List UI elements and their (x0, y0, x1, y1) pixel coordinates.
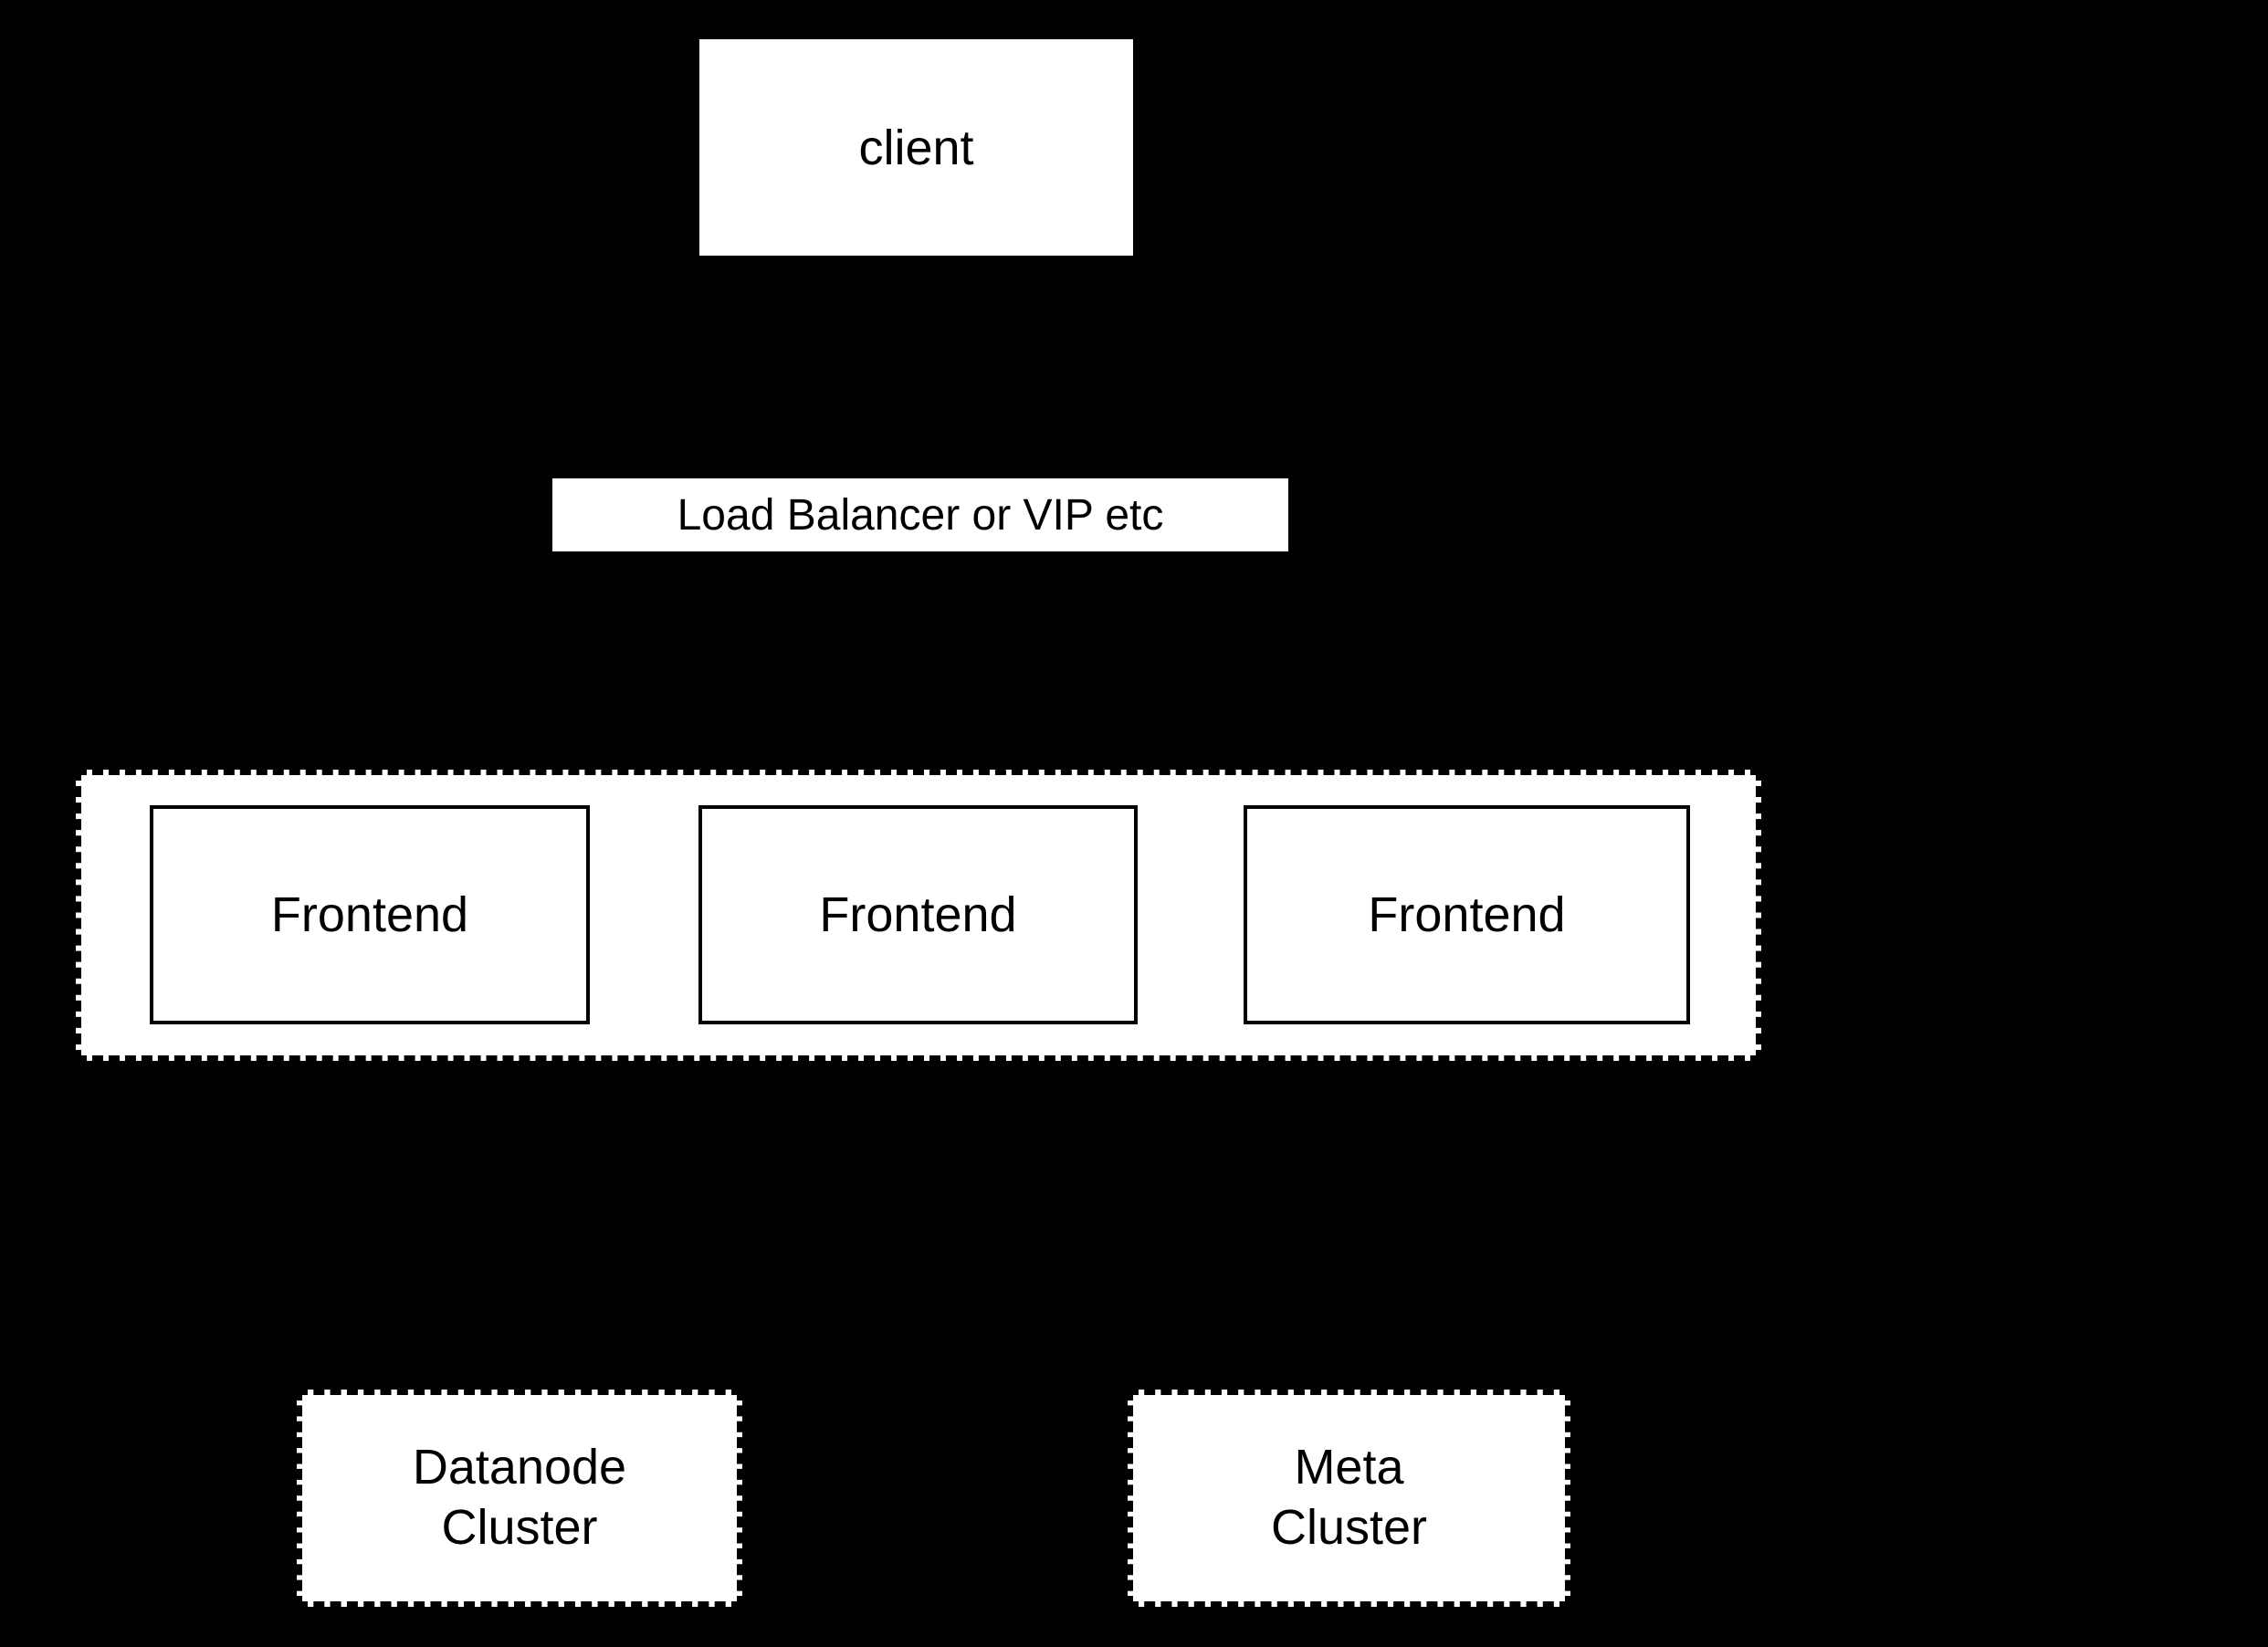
datanode-cluster-node: Datanode Cluster (297, 1390, 742, 1607)
frontend-label-1: Frontend (270, 887, 469, 942)
frontend-node-3: Frontend (1244, 805, 1690, 1024)
datanode-cluster-label: Datanode Cluster (412, 1440, 627, 1555)
client-label: client (858, 120, 974, 175)
frontend-node-1: Frontend (150, 805, 590, 1024)
load-balancer-label: Load Balancer or VIP etc (677, 490, 1164, 540)
meta-cluster-label: Meta Cluster (1270, 1440, 1428, 1555)
client-node: client (699, 39, 1133, 256)
frontend-label-2: Frontend (819, 887, 1017, 942)
meta-cluster-node: Meta Cluster (1128, 1390, 1570, 1607)
frontend-label-3: Frontend (1368, 887, 1566, 942)
load-balancer-node: Load Balancer or VIP etc (552, 478, 1288, 551)
frontend-node-2: Frontend (698, 805, 1138, 1024)
